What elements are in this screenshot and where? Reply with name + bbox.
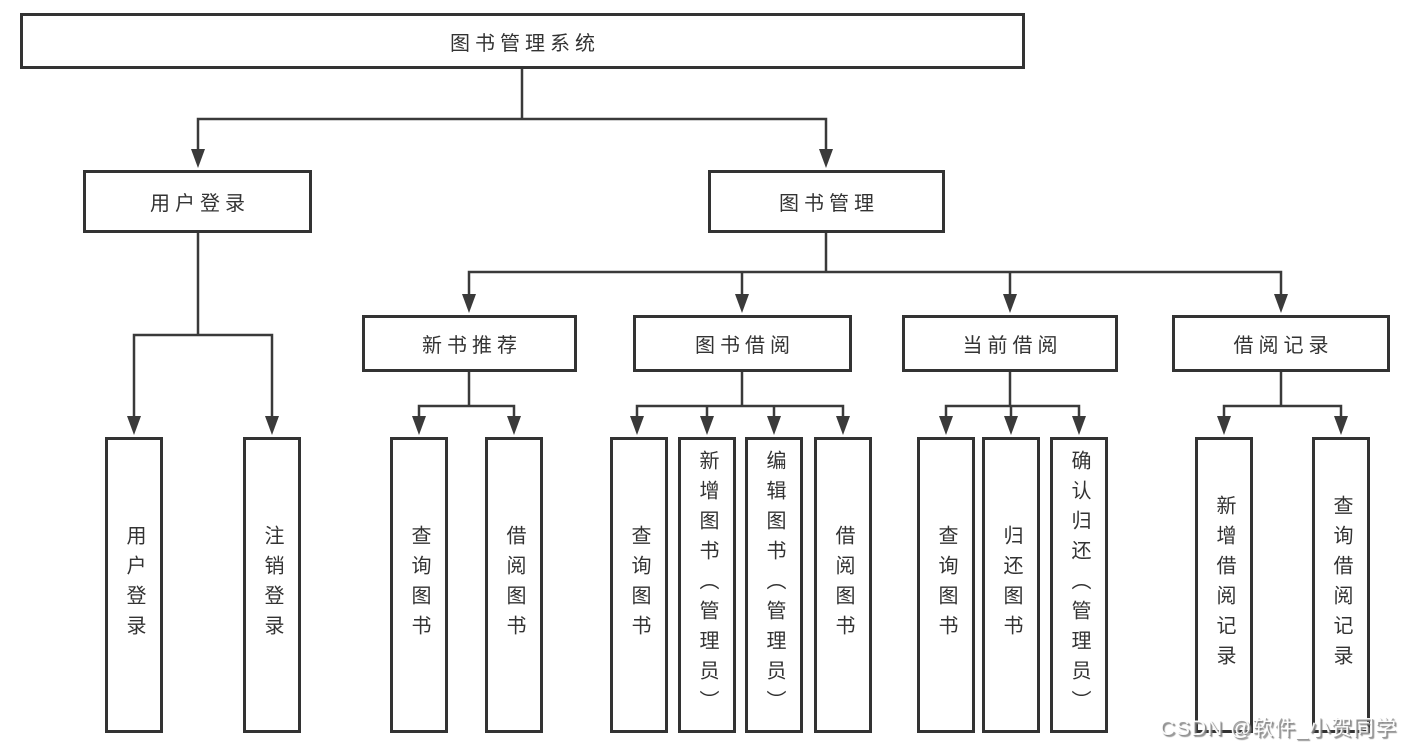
leaf-query-books-recommend-label: 查询图书 [408,525,430,645]
node-user-login: 用户登录 [83,170,312,233]
leaf-logout-label: 注销登录 [261,525,283,645]
leaf-add-borrow-record: 新增借阅记录 [1195,437,1253,733]
leaf-query-books-borrow-label: 查询图书 [628,525,650,645]
csdn-watermark: CSDN @软件_小贺同学 [1159,717,1397,740]
leaf-query-books-current-label: 查询图书 [935,525,957,645]
node-current-borrow-label: 当前借阅 [962,335,1063,357]
node-book-borrow-label: 图书借阅 [695,335,795,357]
leaf-return-books: 归还图书 [982,437,1040,733]
node-new-book-recommend-label: 新书推荐 [422,335,522,357]
leaf-confirm-return-admin: 确认归还（管理员） [1050,437,1108,733]
leaf-query-books-borrow: 查询图书 [610,437,668,733]
node-new-book-recommend: 新书推荐 [362,315,577,372]
leaf-add-book-admin: 新增图书（管理员） [678,437,736,733]
leaf-query-borrow-record: 查询借阅记录 [1312,437,1370,733]
leaf-query-borrow-record-label: 查询借阅记录 [1330,495,1352,675]
leaf-borrow-books: 借阅图书 [814,437,872,733]
leaf-logout: 注销登录 [243,437,301,733]
node-root-system: 图书管理系统 [20,13,1025,69]
leaf-borrow-books-recommend: 借阅图书 [485,437,543,733]
leaf-query-books-current: 查询图书 [917,437,975,733]
node-current-borrow: 当前借阅 [902,315,1118,372]
leaf-edit-book-admin: 编辑图书（管理员） [745,437,803,733]
leaf-query-books-recommend: 查询图书 [390,437,448,733]
leaf-user-login-label: 用户登录 [123,525,145,645]
node-book-borrow: 图书借阅 [633,315,852,372]
leaf-return-books-label: 归还图书 [1000,525,1022,645]
leaf-borrow-books-recommend-label: 借阅图书 [503,525,525,645]
node-book-management: 图书管理 [708,170,945,233]
leaf-edit-book-admin-label: 编辑图书（管理员） [763,450,785,720]
node-borrow-records: 借阅记录 [1172,315,1390,372]
leaf-user-login: 用户登录 [105,437,163,733]
leaf-borrow-books-label: 借阅图书 [832,525,854,645]
leaf-add-book-admin-label: 新增图书（管理员） [696,450,718,720]
node-user-login-label: 用户登录 [150,193,250,215]
node-root-system-label: 图书管理系统 [450,32,600,55]
leaf-confirm-return-admin-label: 确认归还（管理员） [1068,450,1090,720]
node-book-management-label: 图书管理 [779,193,879,215]
node-borrow-records-label: 借阅记录 [1233,335,1334,357]
leaf-add-borrow-record-label: 新增借阅记录 [1213,495,1235,675]
